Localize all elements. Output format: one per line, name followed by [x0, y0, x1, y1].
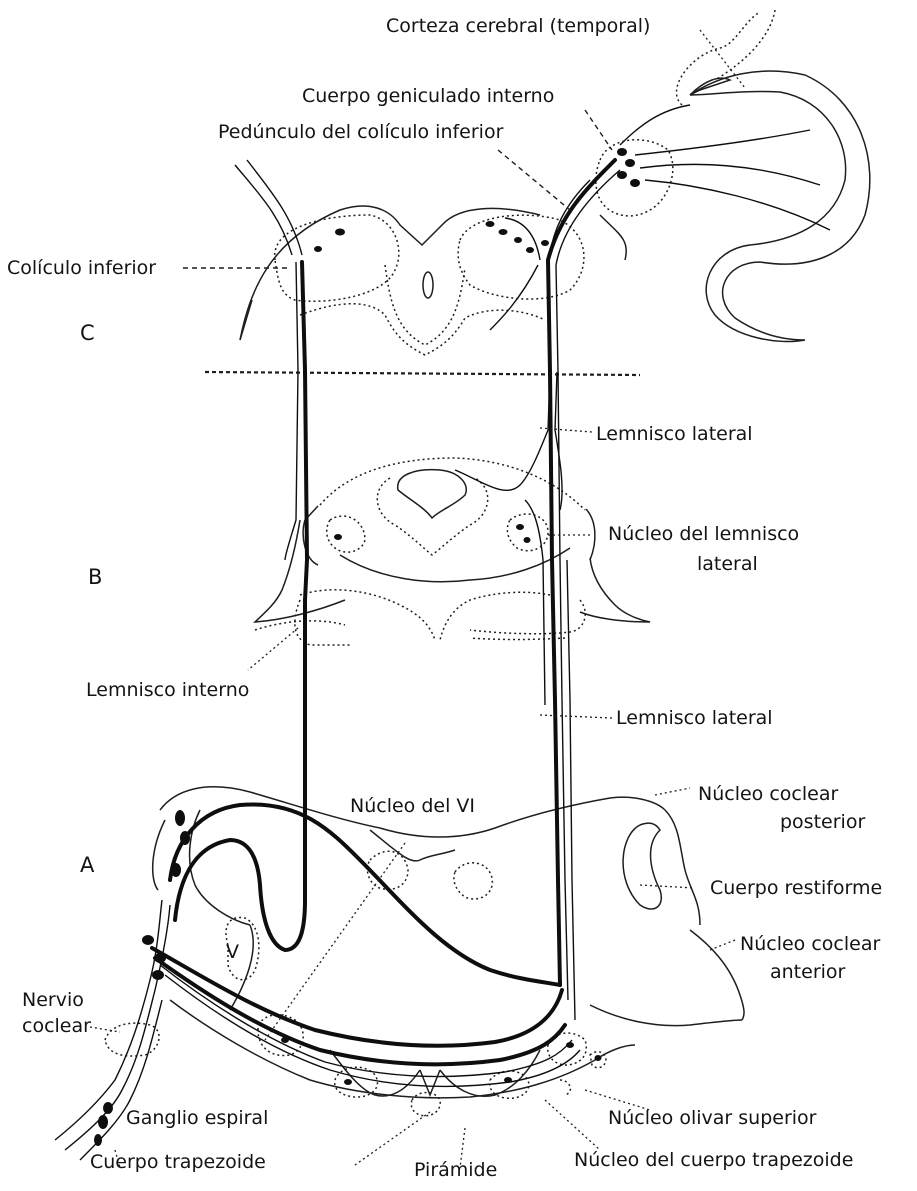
anterior-cochlear-nucleus-outline	[690, 930, 744, 1020]
inferior-colliculus-right-outline	[458, 215, 584, 299]
label-section-b: B	[88, 565, 102, 589]
lateral-lemniscus-left	[302, 262, 307, 840]
label-coliculo: Colículo inferior	[7, 257, 156, 279]
label-pedunculo: Pedúnculo del colículo inferior	[218, 121, 504, 143]
label-v-mark: V	[226, 941, 239, 963]
abducens-nucleus-left	[367, 851, 408, 889]
label-nervio-1: Nervio	[22, 989, 84, 1011]
label-coclear-post-2: posterior	[780, 811, 865, 833]
label-corteza: Corteza cerebral (temporal)	[386, 15, 650, 37]
label-restiforme: Cuerpo restiforme	[710, 877, 882, 899]
lateral-lemniscus-right	[548, 160, 615, 985]
label-olivar: Núcleo olivar superior	[608, 1107, 817, 1129]
label-nucleo-vi: Núcleo del VI	[350, 795, 475, 817]
label-coclear-post-1: Núcleo coclear	[698, 783, 838, 805]
section-c-midbrain	[205, 206, 640, 375]
fourth-ventricle	[398, 470, 467, 518]
label-piramide: Pirámide	[414, 1159, 497, 1181]
label-lemnisco-lateral-sup: Lemnisco lateral	[596, 423, 753, 445]
pons-upper-outline	[320, 458, 585, 510]
leader-lines	[90, 30, 745, 1168]
label-ganglio: Ganglio espiral	[126, 1107, 268, 1129]
label-lemnisco-interno: Lemnisco interno	[86, 679, 249, 701]
label-lemnisco-lateral-inf: Lemnisco lateral	[616, 707, 773, 729]
label-nucleo-trapezoide: Núcleo del cuerpo trapezoide	[574, 1149, 853, 1171]
label-geniculado: Cuerpo geniculado interno	[302, 85, 554, 107]
aqueduct	[423, 272, 433, 298]
section-b-pons	[255, 458, 650, 645]
nucleus-lateral-lemniscus-left-outline	[327, 516, 365, 552]
label-trapezoide: Cuerpo trapezoide	[90, 1151, 266, 1173]
temporal-cortex-outline	[690, 71, 870, 341]
label-coclear-ant-2: anterior	[770, 961, 846, 983]
nucleus-lateral-lemniscus-right-outline	[507, 514, 548, 551]
abducens-nucleus-right	[454, 863, 492, 899]
label-nervio-2: coclear	[22, 1015, 91, 1037]
label-nucleo-lemnisco-2: lateral	[697, 553, 758, 575]
midbrain-outline	[240, 206, 540, 340]
label-section-a: A	[80, 853, 95, 877]
label-coclear-ant-1: Núcleo coclear	[740, 933, 880, 955]
section-c-cut-line	[205, 372, 640, 375]
temporal-cortex-region	[596, 10, 870, 342]
label-section-c: C	[80, 321, 95, 345]
restiform-body	[623, 823, 661, 909]
label-nucleo-lemnisco-1: Núcleo del lemnisco	[608, 523, 799, 545]
labels: Corteza cerebral (temporal) Cuerpo genic…	[7, 15, 882, 1181]
section-a-medulla	[105, 787, 744, 1116]
medial-geniculate-body-outline	[596, 140, 673, 216]
pons-base-outline	[255, 520, 345, 622]
